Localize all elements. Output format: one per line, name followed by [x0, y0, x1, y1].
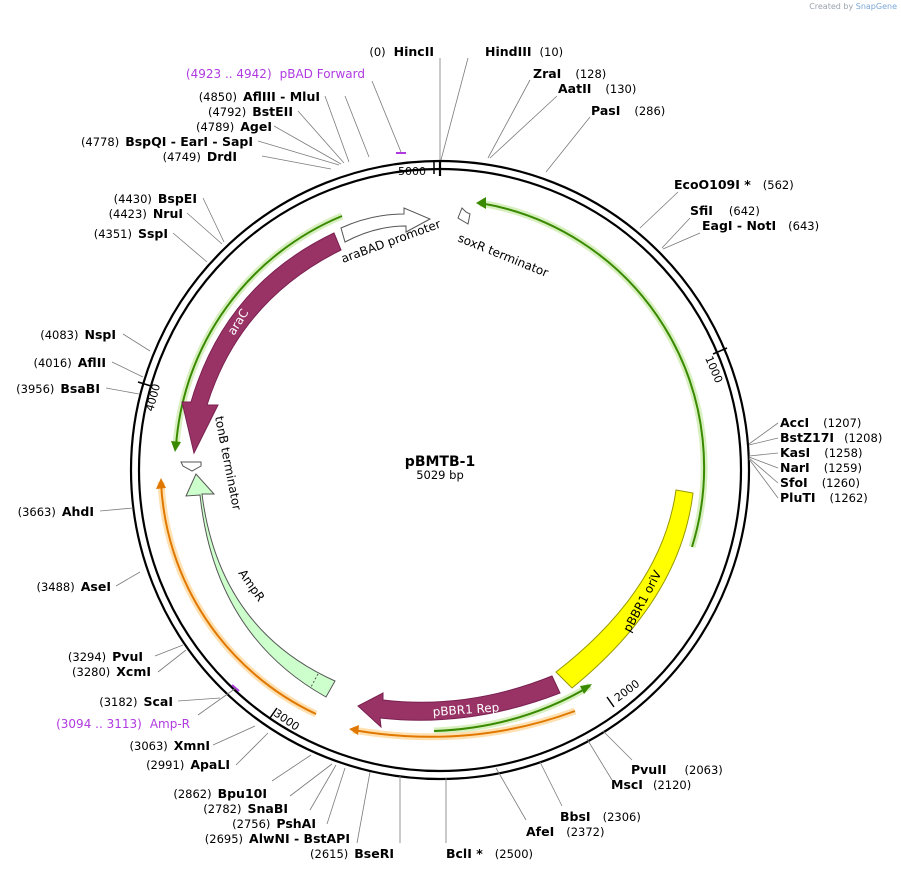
- site-pshai: (2756)PshAI: [232, 816, 316, 831]
- orf-arc-left-orange-head: [156, 478, 166, 489]
- orf-arc-right-head: [476, 197, 486, 209]
- pbbr1-oriv-arc: [555, 489, 694, 689]
- tonb-terminator-arrow: [180, 461, 202, 472]
- snapgene-credit: Created by SnapGene: [809, 2, 897, 11]
- ampr-label: AmpR: [236, 567, 268, 604]
- features: [180, 207, 694, 729]
- plasmid-name: pBMTB-1: [405, 454, 475, 470]
- site-kasi: KasI(1258): [780, 445, 862, 460]
- site-msci: MscI(2120): [611, 777, 691, 792]
- tick-2000: [606, 696, 615, 708]
- site-aflii: (4016)AflII: [34, 355, 107, 370]
- site-ecoo109i: EcoO109I *(562): [674, 177, 794, 192]
- pbbr1-rep-arrow: [357, 675, 561, 729]
- tick-3000: [269, 707, 278, 719]
- primer-marks: [231, 152, 406, 692]
- site-bpu10i: (2862)Bpu10I: [173, 786, 267, 801]
- tick-1000: [712, 347, 728, 355]
- pbbr1-rep-label: pBBR1 Rep: [432, 700, 499, 719]
- site-snabi: (2782)SnaBI: [203, 801, 288, 816]
- primer-pbad-forward: (4923 .. 4942)pBAD Forward: [186, 67, 365, 81]
- ampr-arrow: [185, 473, 336, 698]
- orf-arc-left-head: [171, 441, 181, 452]
- tick-label-2000: 2000: [612, 677, 642, 704]
- site-afliii: (4850)AflIII - MluI: [199, 89, 320, 104]
- soxr-terminator-label: soxR terminator: [456, 231, 551, 280]
- site-pasi: PasI(286): [591, 103, 665, 118]
- site-agei: (4789)AgeI: [196, 119, 272, 134]
- leader-lines: [99, 57, 779, 844]
- tonb-terminator-label: tonB terminator: [212, 415, 244, 511]
- site-acci: AccI(1207): [780, 415, 861, 430]
- site-nari: NarI(1259): [780, 460, 862, 475]
- soxr-terminator-arrow: [457, 207, 471, 225]
- plasmid-length: 5029 bp: [416, 468, 464, 482]
- site-afei: AfeI(2372): [526, 824, 605, 839]
- site-bcli: BclI *(2500): [446, 846, 533, 861]
- site-bspqi: (4778)BspQI - EarI - SapI: [81, 134, 253, 149]
- site-bspei: (4430)BspEI: [114, 191, 197, 206]
- site-alwni: (2695)AlwNI - BstAPI: [205, 831, 350, 846]
- primer-labels: (4923 .. 4942)pBAD Forward (3094 .. 3113…: [56, 67, 365, 731]
- site-nspi: (4083)NspI: [40, 327, 116, 342]
- site-eagi: EagI - NotI(643): [702, 218, 819, 233]
- arabad-promoter-arrow: [340, 207, 432, 243]
- site-hindiii: HindIII(10): [485, 44, 563, 59]
- site-sspi: (4351)SspI: [94, 226, 168, 241]
- site-aatii: AatII(130): [558, 81, 636, 96]
- tick-label-4000: 4000: [143, 382, 163, 412]
- site-apali: (2991)ApaLI: [146, 757, 230, 772]
- site-pvui: (3294)PvuI: [68, 649, 143, 664]
- site-nrui: (4423)NruI: [109, 206, 183, 221]
- pbbr1-oriv-label: pBBR1 oriV: [620, 567, 665, 634]
- site-xcmi: (3280)XcmI: [72, 664, 151, 679]
- site-pvuii: PvuII(2063): [631, 762, 723, 777]
- site-scai: (3182)ScaI: [99, 694, 173, 709]
- site-drdi: (4749)DrdI: [163, 149, 237, 164]
- site-labels: (0)HincII HindIII(10) ZraI(128) AatII(13…: [16, 44, 882, 861]
- tick-label-5000: 5000: [398, 165, 426, 178]
- site-hincii: (0)HincII: [369, 44, 434, 59]
- site-zrai: ZraI(128): [533, 66, 606, 81]
- site-bsteii: (4792)BstEII: [208, 104, 293, 119]
- primer-amp-r: (3094 .. 3113)Amp-R: [56, 717, 190, 731]
- site-bseri: (2615)BseRI: [310, 846, 394, 861]
- site-sfii: SfiI(642): [690, 203, 760, 218]
- arac-arrow: [181, 232, 342, 455]
- site-sfoi: SfoI(1260): [780, 475, 860, 490]
- orf-arcs: [156, 197, 708, 741]
- orf-arc-bottom-orange-head: [349, 725, 359, 735]
- credit-prefix: Created by: [809, 2, 854, 11]
- site-bsabi: (3956)BsaBI: [16, 381, 100, 396]
- site-xmni: (3063)XmnI: [130, 738, 210, 753]
- site-pluti: PluTI(1262): [780, 490, 868, 505]
- orf-arc-bottom-green-head: [580, 684, 592, 694]
- site-bbsi: BbsI(2306): [560, 809, 641, 824]
- orf-arc-left-orange: [157, 481, 318, 718]
- tick-marks: [137, 160, 728, 719]
- site-asei: (3488)AseI: [37, 579, 112, 594]
- site-bstz17i: BstZ17I(1208): [780, 430, 882, 445]
- site-ahdi: (3663)AhdI: [18, 504, 94, 519]
- snapgene-brand: SnapGene: [855, 2, 897, 11]
- tick-label-1000: 1000: [702, 354, 725, 385]
- tick-4000: [137, 381, 152, 387]
